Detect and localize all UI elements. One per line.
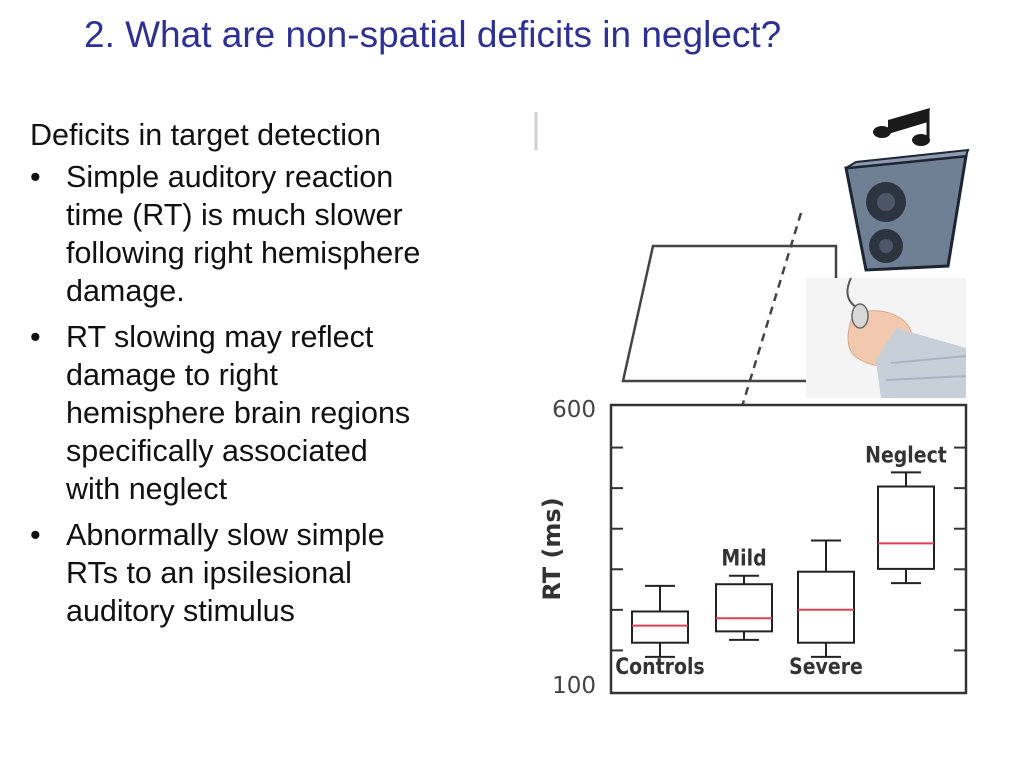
dashed-midline — [739, 212, 803, 411]
hand-icon — [806, 278, 967, 398]
subheading: Deficits in target detection — [30, 118, 381, 152]
chart-ticks — [611, 446, 966, 652]
text-column: Deficits in target detection • Simple au… — [28, 116, 510, 716]
screen-outline — [621, 244, 838, 383]
group-label: Severe — [789, 654, 863, 680]
bullet-item: • Simple auditory reaction time (RT) is … — [28, 158, 510, 310]
slide-title: 2. What are non-spatial deficits in negl… — [84, 14, 782, 55]
y-tick-label-bottom: 100 — [552, 673, 596, 699]
music-note-icon — [873, 108, 930, 146]
bullet-line: RTs to an ipsilesional — [66, 556, 352, 590]
group-label: Controls — [615, 654, 704, 680]
group-label: Neglect — [865, 442, 947, 468]
box — [715, 583, 773, 633]
bullet-line: following right hemisphere — [66, 236, 421, 270]
y-tick-label-top: 600 — [552, 397, 596, 423]
box — [877, 485, 935, 570]
speaker-icon — [844, 148, 970, 272]
boxplot-series — [631, 471, 935, 658]
bullet-line: auditory stimulus — [66, 594, 295, 628]
bullet-line: damage to right — [66, 358, 278, 392]
box — [631, 610, 689, 644]
group-label: Mild — [721, 545, 766, 571]
bullet-list: • Simple auditory reaction time (RT) is … — [28, 158, 510, 630]
bullet-glyph: • — [30, 320, 41, 354]
bullet-line: specifically associated — [66, 434, 368, 468]
bullet-line: damage. — [66, 274, 185, 308]
computer-mouse-icon — [846, 277, 869, 329]
y-axis-label: RT (ms) — [538, 497, 566, 600]
bullet-line: RT slowing may reflect — [66, 320, 374, 354]
bullet-glyph: • — [30, 160, 41, 194]
box — [797, 570, 855, 644]
bullet-line: time (RT) is much slower — [66, 198, 403, 232]
bullet-line: with neglect — [66, 472, 228, 506]
bullet-glyph: • — [30, 518, 41, 552]
bullet-line: hemisphere brain regions — [66, 396, 411, 430]
bullet-item: • RT slowing may reflect damage to right… — [28, 318, 510, 508]
bullet-line: Abnormally slow simple — [66, 518, 385, 552]
bullet-line: Simple auditory reaction — [66, 160, 394, 194]
bullet-item: • Abnormally slow simple RTs to an ipsil… — [28, 516, 510, 630]
